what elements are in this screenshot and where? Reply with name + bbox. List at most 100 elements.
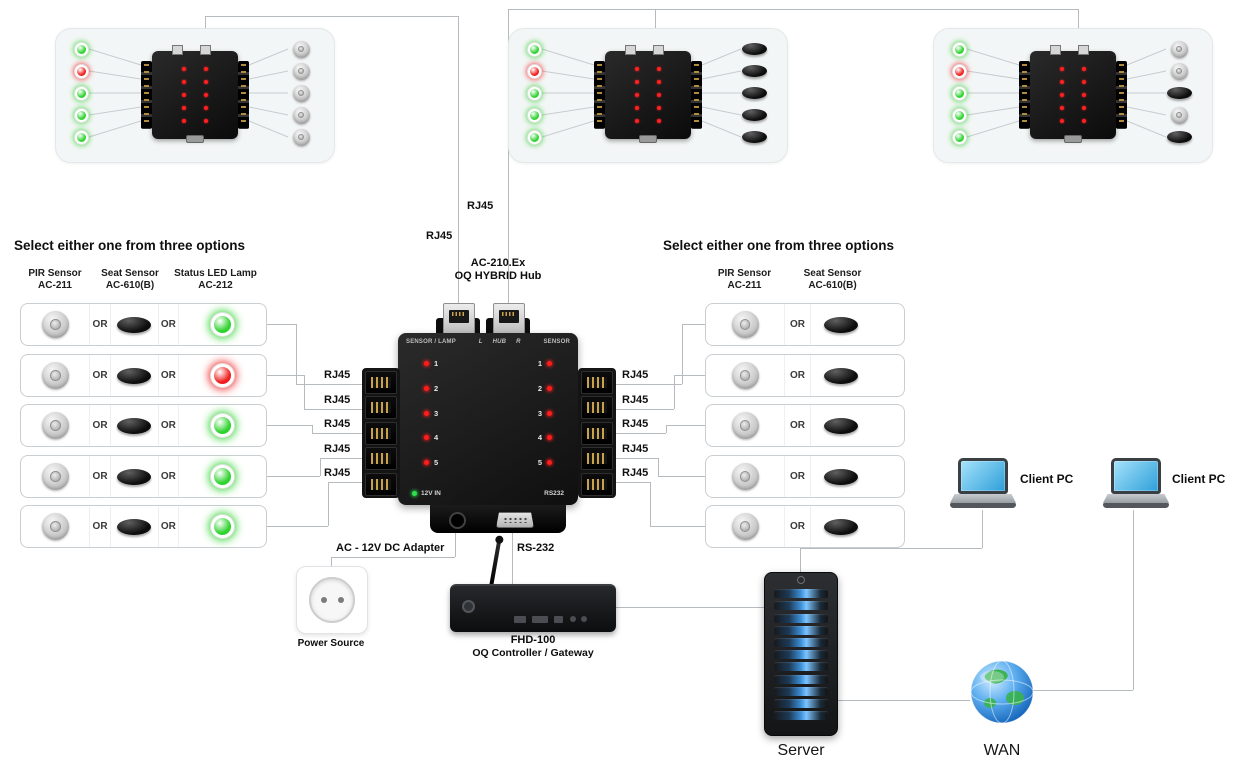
laptop-base — [950, 503, 1016, 508]
option-row: OR — [705, 354, 905, 397]
rj45-cable — [666, 425, 705, 426]
room-unit-2 — [508, 28, 788, 163]
sensor-slot — [737, 79, 771, 107]
sensor-icon — [292, 40, 310, 58]
dc-jack-icon — [449, 512, 466, 529]
rj45-cable — [296, 384, 362, 385]
status-led — [953, 43, 966, 56]
port-led — [547, 385, 552, 391]
rj45-label: RJ45 — [322, 418, 353, 431]
port-number: 1 — [537, 359, 542, 368]
rj45-cable — [616, 409, 674, 410]
lan-cable — [800, 548, 801, 572]
pir-sensor-icon — [41, 362, 69, 389]
lan-port-icon — [554, 616, 563, 623]
usb-port-icon — [514, 616, 526, 623]
rj45-label: RJ45 — [424, 230, 455, 243]
power-led — [412, 491, 417, 496]
seat-sensor-icon — [117, 468, 152, 485]
power-source-label: Power Source — [297, 638, 365, 649]
right-options-title: Select either one from three options — [663, 238, 895, 253]
connector-module — [581, 396, 613, 419]
or-label: OR — [160, 370, 176, 381]
panel-wiring — [541, 48, 742, 138]
connector-module — [581, 472, 613, 496]
connector-module — [581, 447, 613, 470]
status-led — [75, 131, 88, 144]
sensor-slot — [1162, 35, 1196, 63]
status-led — [75, 65, 88, 78]
connector-strip — [1116, 61, 1127, 129]
hub-model: AC-210.Ex — [470, 257, 526, 269]
server-bay — [774, 674, 828, 684]
server-bay — [774, 613, 828, 623]
hub-led-row: 2 2 — [424, 384, 552, 393]
connector-strip — [1019, 61, 1030, 129]
connector-module — [581, 421, 613, 445]
left-options-title: Select either one from three options — [14, 238, 246, 253]
hub-footer: 12V IN RS232 — [412, 490, 564, 497]
rj45-cable — [205, 16, 458, 17]
led-column — [204, 67, 208, 132]
port-number: 1 — [434, 359, 439, 368]
rj45-label: RJ45 — [620, 418, 651, 431]
rj45-label: RJ45 — [322, 394, 353, 407]
connector-strip — [594, 61, 605, 129]
client-pc-label: Client PC — [1020, 472, 1074, 486]
rj45-port-l-icon — [443, 303, 475, 335]
sensor-icon — [1170, 106, 1188, 124]
or-label: OR — [92, 521, 108, 532]
wan-globe-icon — [970, 660, 1034, 724]
room-unit-3 — [933, 28, 1213, 163]
led-column — [182, 67, 186, 132]
hub-led-row: 5 5 — [424, 458, 552, 467]
rj45-cable — [267, 526, 328, 527]
rj45-label: RJ45 — [620, 467, 651, 480]
serial-port-icon — [1064, 135, 1082, 143]
connector-module — [365, 447, 397, 470]
rj45-label: RJ45 — [322, 369, 353, 382]
connector-strip — [238, 61, 249, 129]
rj45-port-r-icon — [493, 303, 525, 335]
status-led — [953, 109, 966, 122]
client-pc-icon — [1103, 458, 1169, 510]
lan-cable — [616, 607, 764, 608]
pir-sensor-icon — [41, 513, 69, 540]
sensor-icon — [292, 62, 310, 80]
sensor-icon — [1170, 62, 1188, 80]
rj45-cable — [674, 375, 675, 409]
sensor-icon — [292, 106, 310, 124]
pir-sensor-icon — [41, 463, 69, 490]
sensor-icon — [1166, 87, 1192, 99]
sensor-slot — [737, 35, 771, 63]
seat-sensor-icon — [117, 417, 152, 434]
adapter-label: AC - 12V DC Adapter — [336, 542, 445, 554]
av-jack-icon — [581, 616, 587, 622]
antenna-icon — [489, 540, 502, 588]
status-led — [75, 87, 88, 100]
hdmi-port-icon — [532, 616, 548, 623]
power-outlet — [296, 566, 368, 634]
port-led — [424, 435, 429, 441]
port-led — [547, 361, 552, 366]
rj45-cable — [616, 458, 658, 459]
server-bay — [774, 698, 828, 708]
status-led-lamp — [211, 364, 235, 387]
rj45-label: RJ45 — [465, 200, 496, 213]
server-power-button — [765, 573, 837, 586]
status-led — [528, 65, 541, 78]
status-led — [528, 87, 541, 100]
server-bay — [774, 589, 828, 599]
serial-cable — [512, 532, 513, 584]
sensor-icon — [741, 87, 767, 99]
rj45-cable — [458, 16, 459, 303]
rj45-cable — [682, 324, 705, 325]
db9-serial-icon — [496, 512, 534, 528]
rj45-cable — [616, 482, 650, 483]
gateway-name: OQ Controller / Gateway — [472, 647, 594, 659]
power-cable — [331, 557, 332, 568]
status-led — [953, 65, 966, 78]
